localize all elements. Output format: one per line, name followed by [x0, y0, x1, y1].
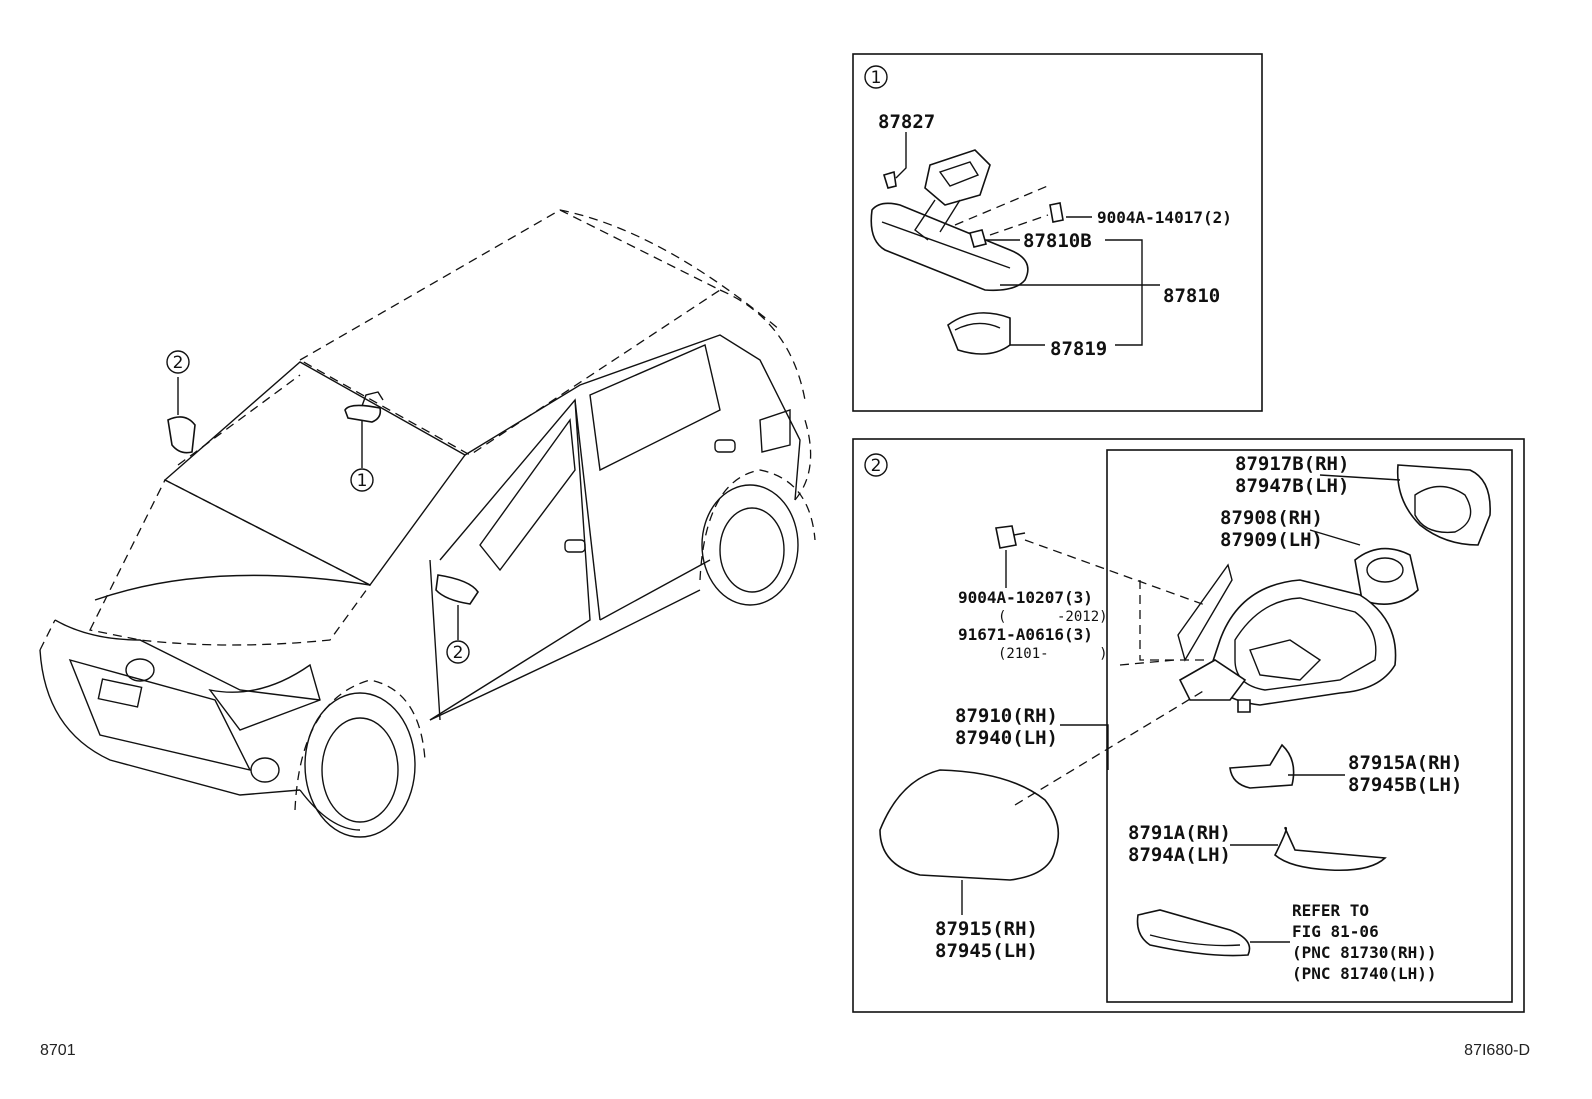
label-91671-a0616-range: (2101- ) [998, 646, 1108, 662]
inset-1-inner-mirror: 1 87827 9004A-14017(2) 87810B 87810 8781… [852, 53, 1263, 412]
cover-87819 [947, 312, 1011, 355]
label-87945b: 87945B(LH) [1348, 774, 1462, 796]
label-8791a: 8791A(RH) [1128, 822, 1231, 844]
inset-1-frame [852, 53, 1263, 412]
inset-2-id: 2 [871, 456, 882, 476]
inset-1-id: 1 [871, 68, 882, 88]
screw-87827 [882, 170, 897, 189]
label-87827: 87827 [878, 111, 935, 133]
callout-1-label: 1 [357, 471, 368, 491]
mirror-base [1178, 659, 1247, 701]
bracket-87915a [1229, 743, 1295, 789]
screw-9004a-14017 [1049, 202, 1064, 223]
label-87917b: 87917B(RH) [1235, 453, 1349, 475]
inset-2-door-mirror: 2 [852, 438, 1525, 1013]
label-9004a-10207-range: ( -2012) [998, 609, 1108, 625]
callout-2-right-mirror: 2 [446, 640, 470, 664]
label-9004a-10207: 9004A-10207(3) [958, 588, 1093, 607]
part-87810b [969, 229, 987, 248]
mirror-housing-assy [1209, 579, 1397, 706]
label-refer-line2: FIG 81-06 [1292, 922, 1379, 941]
callout-2-label: 2 [453, 643, 464, 663]
screw-9004a-10207 [995, 525, 1017, 549]
label-8794a: 8794A(LH) [1128, 844, 1231, 866]
label-87915: 87915(RH) [935, 918, 1038, 940]
mirror-cover-87915 [879, 769, 1060, 881]
turn-lamp [1136, 909, 1251, 957]
label-87909: 87909(LH) [1220, 529, 1323, 551]
footer-right-code: 87I680-D [1464, 1042, 1530, 1059]
label-87947b: 87947B(LH) [1235, 475, 1349, 497]
callout-1-inner-mirror: 1 [350, 468, 374, 492]
label-87915a: 87915A(RH) [1348, 752, 1462, 774]
label-refer-line3: (PNC 81730(RH)) [1292, 943, 1437, 962]
label-9004a-14017: 9004A-14017(2) [1097, 208, 1232, 227]
actuator-87908 [1354, 547, 1419, 606]
label-refer-line1: REFER TO [1292, 901, 1369, 920]
lamp-8791a [1274, 826, 1387, 872]
label-refer-line4: (PNC 81740(LH)) [1292, 964, 1437, 983]
label-87940: 87940(LH) [955, 727, 1058, 749]
label-87945: 87945(LH) [935, 940, 1038, 962]
label-87819: 87819 [1050, 338, 1107, 360]
callout-2-label: 2 [173, 353, 184, 373]
label-87810: 87810 [1163, 285, 1220, 307]
inset-2-frame [852, 438, 1525, 1013]
inset-2-subframe [1106, 449, 1513, 1003]
car-illustration [39, 209, 816, 838]
mirror-glass-87917b [1396, 464, 1491, 546]
footer-left-code: 8701 [40, 1042, 76, 1059]
label-87810b: 87810B [1023, 230, 1092, 252]
label-91671-a0616: 91671-A0616(3) [958, 625, 1093, 644]
label-87910: 87910(RH) [955, 705, 1058, 727]
mirror-mount [924, 149, 991, 206]
callout-2-left-mirror: 2 [166, 350, 190, 374]
label-87908: 87908(RH) [1220, 507, 1323, 529]
